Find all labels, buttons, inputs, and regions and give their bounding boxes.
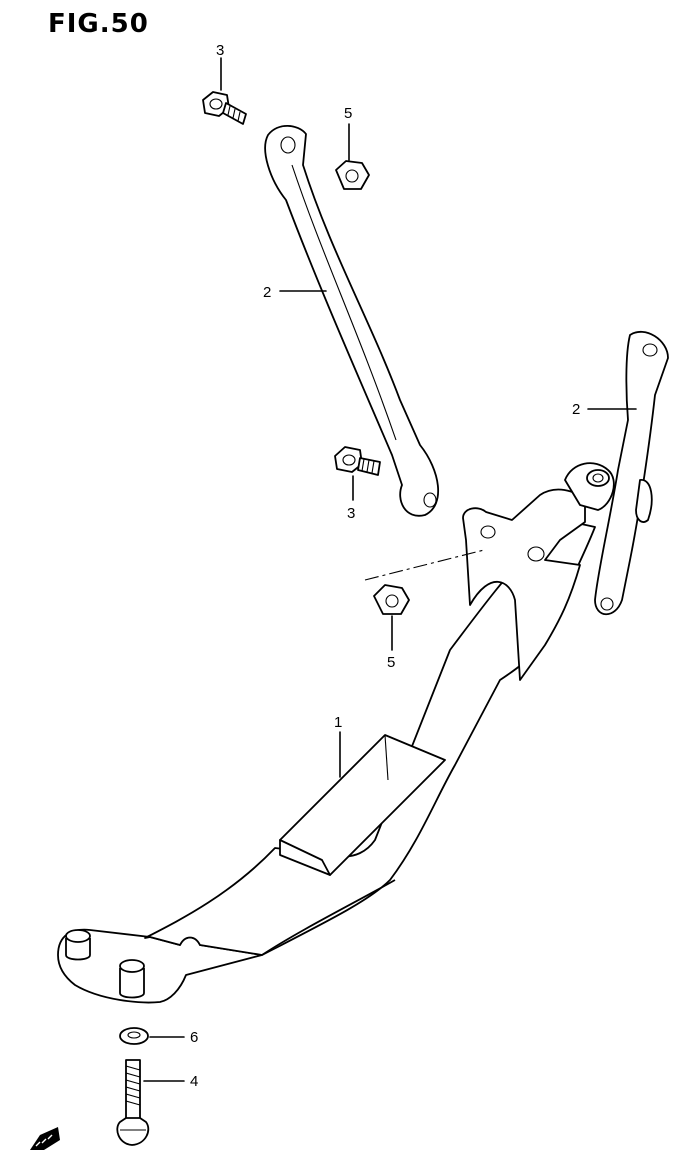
callout-nut-middle: 5 [387, 654, 395, 671]
bolt-bottom [116, 1059, 150, 1146]
figure-title: FIG.50 [48, 9, 149, 39]
callout-bolt-middle: 3 [347, 505, 355, 522]
callout-stay-left: 2 [263, 284, 271, 301]
callout-nut-top: 5 [344, 105, 352, 122]
washer [119, 1027, 149, 1045]
nut-middle [373, 584, 410, 615]
front-arrow-icon [30, 1127, 60, 1150]
callout-bolt-top: 3 [216, 42, 224, 59]
stay-left [264, 124, 439, 517]
callout-frame: 1 [334, 714, 342, 731]
stay-right [594, 330, 669, 616]
nut-top [335, 160, 370, 190]
callout-bolt-bottom: 4 [190, 1073, 198, 1090]
bolt-top [202, 91, 247, 125]
frame-main [57, 462, 615, 1004]
callout-stay-right: 2 [572, 401, 580, 418]
callout-washer: 6 [190, 1029, 198, 1046]
bolt-middle [334, 446, 381, 476]
alignment-line [364, 549, 485, 581]
